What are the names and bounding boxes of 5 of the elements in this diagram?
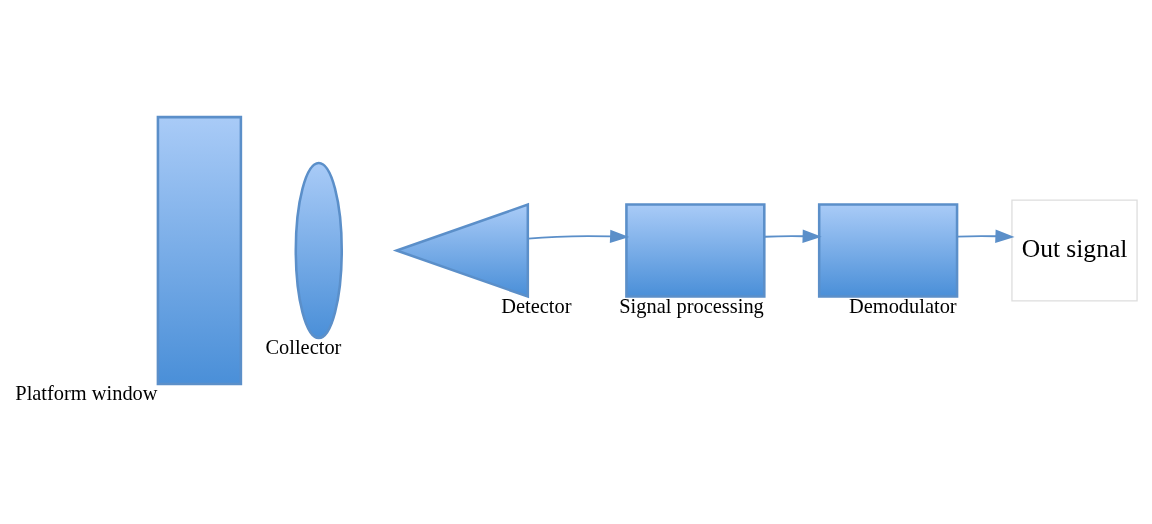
node-label: Signal processing [619, 294, 764, 317]
node-label: Platform window [15, 382, 158, 405]
node-label: Demodulator [848, 294, 957, 317]
node-label: Detector [501, 294, 572, 317]
node-label: Collector [265, 336, 342, 359]
